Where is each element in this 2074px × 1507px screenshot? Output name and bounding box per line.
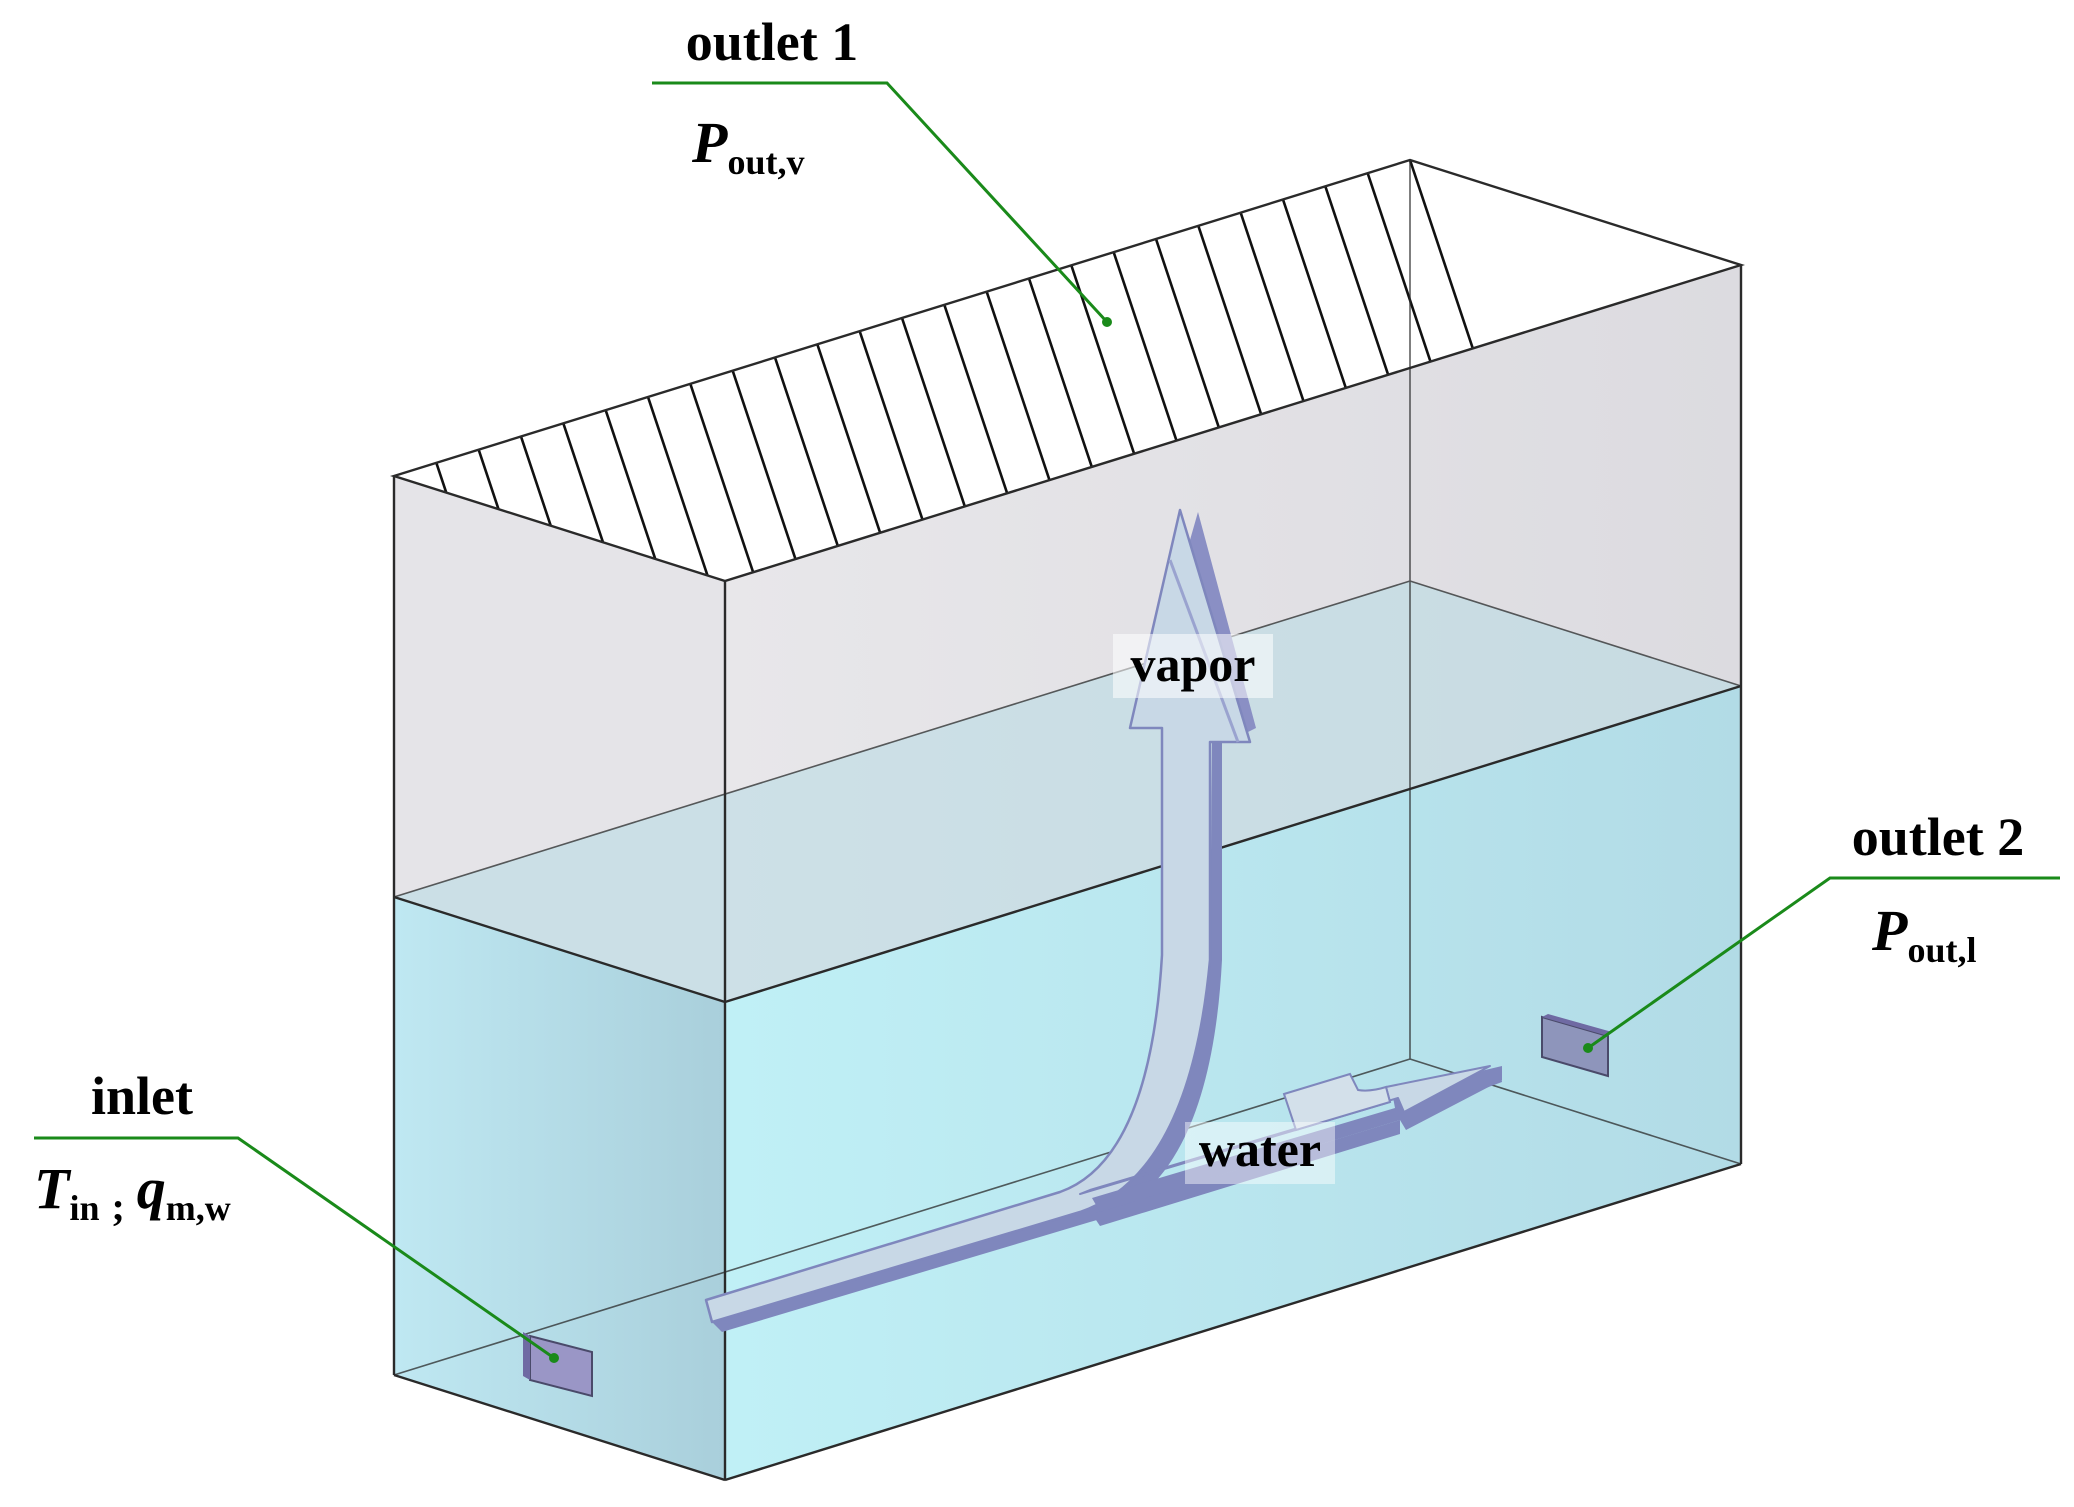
- flow-arrows: [704, 508, 1502, 1332]
- water-left-face: [394, 897, 725, 1480]
- inlet-symbol-2: q: [137, 1156, 166, 1221]
- outlet1-label-group: outlet 1 Pout,v: [686, 12, 858, 182]
- outlet1-leader: [652, 81, 1109, 324]
- outlet2-name: outlet 2: [1852, 807, 2024, 867]
- outlet2-port: [1541, 1014, 1612, 1078]
- inlet-label-group: inlet Tin; qm,w: [34, 1066, 231, 1229]
- outlet2-leader: [1587, 876, 2060, 1050]
- outlet2-symbol: P: [1871, 898, 1908, 963]
- flow-labels: vapor water: [1113, 634, 1335, 1184]
- vapor-label: vapor: [1131, 636, 1256, 692]
- outlet2-subscript: out,l: [1907, 930, 1976, 970]
- inlet-subscript-1: in: [69, 1188, 99, 1228]
- water-flow-arrow: [1079, 1065, 1502, 1226]
- outlet1-symbol: P: [691, 110, 728, 175]
- water-right-face: [725, 686, 1741, 1480]
- water-surface: [394, 581, 1741, 1002]
- inlet-symbol-1: T: [34, 1156, 72, 1221]
- inlet-subscript-2: m,w: [166, 1188, 231, 1228]
- tank: [389, 158, 1746, 1482]
- outlet2-label-group: outlet 2 Pout,l: [1852, 807, 2024, 970]
- outlet2-condition: Pout,l: [1871, 898, 1976, 970]
- leader-lines: [34, 81, 2060, 1363]
- outlet1-condition: Pout,v: [691, 110, 804, 182]
- ports: [523, 1014, 1612, 1398]
- water-label: water: [1199, 1121, 1321, 1177]
- inlet-name: inlet: [91, 1066, 193, 1126]
- inlet-condition: Tin; qm,w: [34, 1156, 231, 1229]
- outlet1-subscript: out,v: [727, 142, 804, 182]
- outlet1-name: outlet 1: [686, 12, 858, 72]
- inlet-separator: ;: [111, 1184, 124, 1229]
- inlet-leader: [34, 1136, 555, 1360]
